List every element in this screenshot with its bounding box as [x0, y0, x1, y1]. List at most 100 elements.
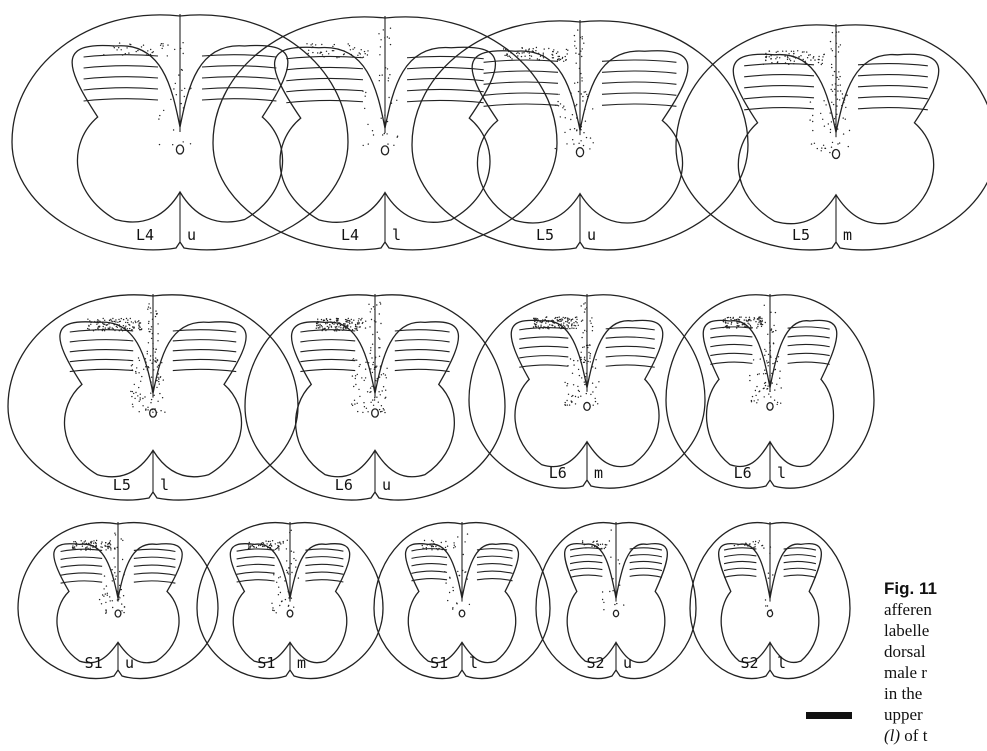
label-dot [775, 58, 776, 59]
label-dot [143, 369, 144, 370]
label-dot [517, 52, 518, 53]
label-dot [97, 328, 98, 329]
label-dot [567, 365, 568, 366]
label-dot [767, 334, 768, 335]
label-dot [571, 319, 572, 320]
label-dot [82, 546, 83, 547]
label-dot [810, 101, 811, 102]
label-dot [107, 595, 108, 596]
label-dot [138, 323, 139, 324]
label-dot [381, 405, 382, 406]
label-dot [765, 373, 766, 374]
label-dot [838, 31, 839, 32]
label-dot [455, 546, 456, 547]
dorsal-horn-lamina [630, 568, 662, 570]
label-dot [145, 409, 146, 410]
label-dot [573, 384, 574, 385]
label-dot [380, 411, 381, 412]
label-dot [770, 312, 771, 313]
label-dot [114, 533, 115, 534]
label-dot [336, 330, 337, 331]
label-dot [383, 386, 384, 387]
label-dot [249, 547, 250, 548]
label-dot [763, 64, 764, 65]
label-dot [775, 312, 776, 313]
section-level: u [187, 226, 196, 244]
label-dot [269, 545, 270, 546]
section-level: u [587, 226, 596, 244]
label-dot [809, 119, 810, 120]
label-dot [442, 549, 443, 550]
dorsal-horn-lamina [784, 555, 816, 557]
label-dot [583, 43, 584, 44]
label-dot [510, 57, 511, 58]
figure-caption: Fig. 11 afferen labelle dorsal male r in… [884, 578, 987, 746]
label-dot [82, 543, 83, 544]
label-dot [344, 323, 345, 324]
label-dot [748, 320, 749, 321]
label-dot [542, 319, 543, 320]
label-dot [134, 384, 135, 385]
label-dot [372, 372, 373, 373]
label-dot [152, 412, 153, 413]
label-dot [525, 49, 526, 50]
label-dot [385, 123, 386, 124]
label-dot [755, 321, 756, 322]
label-dot [578, 325, 579, 326]
label-dot [269, 541, 270, 542]
label-dot [572, 139, 573, 140]
label-dot [121, 329, 122, 330]
label-dot [318, 325, 319, 326]
label-dot [312, 43, 313, 44]
label-dot [354, 360, 355, 361]
label-dot [119, 571, 120, 572]
label-dot [150, 329, 151, 330]
label-dot [566, 59, 567, 60]
dorsal-horn-lamina [858, 108, 928, 110]
label-dot [308, 53, 309, 54]
label-dot [576, 322, 577, 323]
label-dot [560, 116, 561, 117]
label-dot [270, 543, 271, 544]
cord-section: L6u [245, 294, 505, 500]
label-dot [543, 326, 544, 327]
label-dot [848, 146, 849, 147]
label-dot [833, 104, 834, 105]
caption-line: in the [884, 684, 922, 703]
label-dot [278, 546, 279, 547]
dorsal-horn-lamina [602, 71, 676, 73]
label-dot [308, 50, 309, 51]
label-dot [361, 318, 362, 319]
label-dot [316, 328, 317, 329]
label-dot [464, 541, 465, 542]
label-dot [74, 548, 75, 549]
label-dot [359, 366, 360, 367]
label-dot [385, 67, 386, 68]
label-dot [162, 45, 163, 46]
label-dot [147, 309, 148, 310]
label-dot [564, 326, 565, 327]
label-dot [119, 42, 120, 43]
label-dot [338, 326, 339, 327]
label-dot [280, 543, 281, 544]
label-dot [567, 318, 568, 319]
caption-line-italic: (l) [884, 726, 900, 745]
caption-line: of t [900, 726, 927, 745]
label-dot [835, 124, 836, 125]
label-dot [272, 607, 273, 608]
label-dot [283, 542, 284, 543]
label-dot [295, 566, 296, 567]
dorsal-horn-lamina [411, 579, 447, 581]
section-label: S1 [85, 654, 103, 672]
label-dot [189, 89, 190, 90]
label-dot [592, 391, 593, 392]
central-canal [576, 148, 583, 157]
dorsal-horn-lamina [519, 337, 568, 339]
label-dot [105, 549, 106, 550]
label-dot [280, 576, 281, 577]
label-dot [114, 47, 115, 48]
label-dot [794, 61, 795, 62]
label-dot [249, 544, 250, 545]
label-dot [120, 589, 121, 590]
label-dot [575, 321, 576, 322]
